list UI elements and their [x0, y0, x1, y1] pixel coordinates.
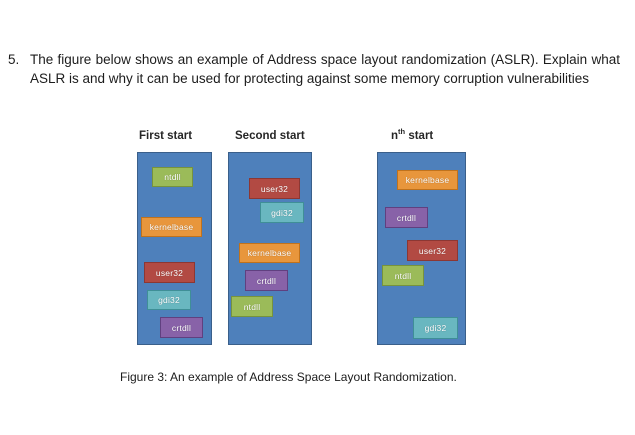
module-block-gdi32: gdi32: [260, 202, 304, 223]
column-header-nth-start: nth start: [391, 127, 434, 142]
nth-superscript: th: [398, 127, 406, 137]
column-header-second-start: Second start: [235, 130, 305, 142]
figure-caption: Figure 3: An example of Address Space La…: [120, 370, 457, 384]
module-block-crtdll: crtdll: [245, 270, 288, 291]
question-text: The figure below shows an example of Add…: [30, 52, 620, 86]
module-block-kernelbase: kernelbase: [141, 217, 202, 237]
question-number: 5.: [8, 52, 20, 67]
module-block-gdi32: gdi32: [147, 290, 191, 310]
module-block-kernelbase: kernelbase: [239, 243, 300, 263]
module-block-crtdll: crtdll: [385, 207, 428, 228]
memory-panel-first-start: ntdll kernelbase user32 gdi32 crtdll: [137, 152, 212, 345]
module-block-user32: user32: [407, 240, 458, 261]
question-block: 5. The figure below shows an example of …: [8, 50, 620, 88]
module-block-ntdll: ntdll: [382, 265, 424, 286]
module-block-crtdll: crtdll: [160, 317, 203, 338]
module-block-gdi32: gdi32: [413, 317, 458, 339]
memory-panel-second-start: user32 gdi32 kernelbase crtdll ntdll: [228, 152, 312, 345]
module-block-user32: user32: [144, 262, 195, 283]
module-block-user32: user32: [249, 178, 300, 199]
column-header-first-start: First start: [139, 130, 193, 142]
module-block-ntdll: ntdll: [152, 167, 193, 187]
memory-panel-nth-start: kernelbase crtdll user32 ntdll gdi32: [377, 152, 466, 345]
module-block-ntdll: ntdll: [231, 296, 273, 317]
module-block-kernelbase: kernelbase: [397, 170, 458, 190]
